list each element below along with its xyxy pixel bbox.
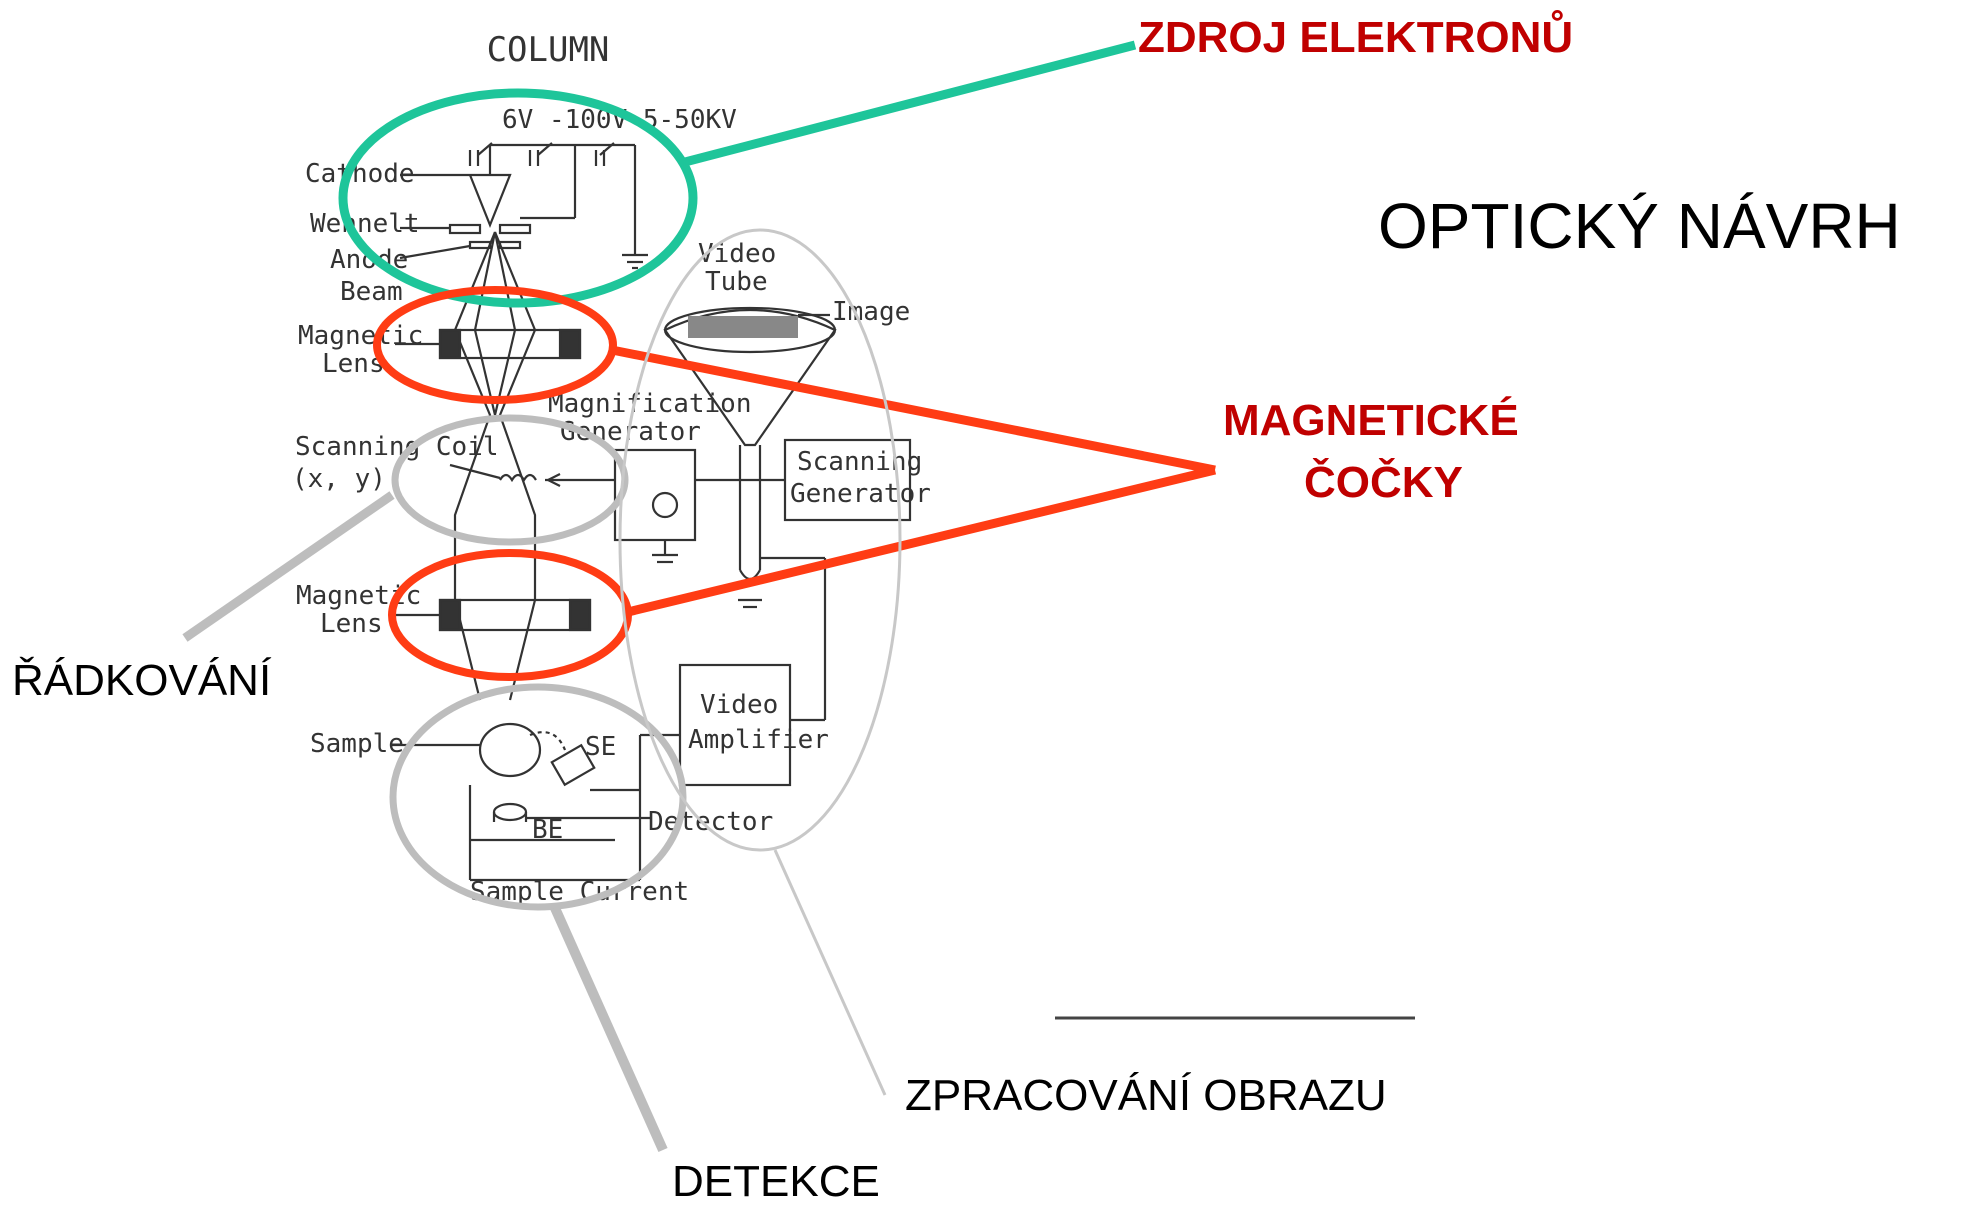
capacitor-plates bbox=[468, 150, 606, 166]
magnification-generator bbox=[613, 448, 697, 542]
wehnelt-right bbox=[498, 223, 532, 235]
callout-scanning: ŘÁDKOVÁNÍ bbox=[12, 656, 272, 705]
be-detector bbox=[492, 802, 528, 822]
label-se: SE bbox=[585, 732, 616, 762]
wehnelt-left bbox=[448, 223, 482, 235]
label-wehnelt: Wehnelt bbox=[310, 209, 420, 239]
connector-lens-upper bbox=[611, 345, 1216, 475]
sem-schematic bbox=[390, 142, 912, 882]
label-beam: Beam bbox=[340, 277, 403, 307]
highlight-scanning bbox=[391, 414, 629, 546]
label-sample: Sample bbox=[310, 729, 404, 759]
connector-detection bbox=[550, 905, 668, 1153]
label-scanning-coil: Scanning Coil bbox=[295, 432, 499, 462]
label-magnetic-upper: Magnetic bbox=[298, 321, 423, 351]
label-scanning-gen: Scanning bbox=[797, 447, 922, 477]
label-xy: (x, y) bbox=[292, 464, 386, 494]
video-tube-image bbox=[688, 316, 798, 338]
label-lens-upper: Lens bbox=[322, 349, 385, 379]
highlights bbox=[182, 40, 1415, 1153]
capacitor-arrows bbox=[477, 142, 615, 156]
schematic-labels: COLUMN 6V -100V 5-50KV Cathode Wehnelt A… bbox=[292, 30, 931, 907]
connector-lens-lower bbox=[626, 465, 1217, 617]
label-amplifier: Amplifier bbox=[688, 725, 829, 755]
label-column: COLUMN bbox=[487, 30, 610, 70]
label-video-top: Video bbox=[698, 239, 776, 269]
highlight-lens-lower bbox=[388, 549, 632, 681]
label-magnification: Magnification bbox=[548, 389, 752, 419]
label-tube: Tube bbox=[705, 267, 768, 297]
sample-holder bbox=[478, 722, 542, 778]
callout-detection: DETEKCE bbox=[672, 1157, 880, 1206]
callout-magnetic-lenses-1: MAGNETICKÉ bbox=[1223, 395, 1519, 445]
anode-right bbox=[498, 240, 522, 250]
highlight-electron-source bbox=[338, 88, 698, 308]
cathode-tip bbox=[468, 173, 512, 228]
se-detector bbox=[550, 743, 596, 787]
label-lens-lower: Lens bbox=[320, 609, 383, 639]
label-video-amp: Video bbox=[700, 690, 778, 720]
video-amplifier bbox=[678, 663, 792, 787]
connector-scanning bbox=[182, 491, 395, 642]
slide-title: OPTICKÝ NÁVRH bbox=[1378, 190, 1901, 262]
label-be: BE bbox=[532, 815, 563, 845]
callout-electron-source: ZDROJ ELEKTRONŮ bbox=[1138, 8, 1573, 62]
scanning-coil bbox=[499, 473, 537, 483]
label-cathode: Cathode bbox=[305, 159, 415, 189]
label-generator-scan: Generator bbox=[790, 479, 931, 509]
highlight-lens-upper bbox=[373, 286, 617, 404]
scanning-generator bbox=[783, 438, 912, 522]
highlight-image-processing bbox=[618, 228, 902, 852]
callout-labels: ZDROJ ELEKTRONŮ OPTICKÝ NÁVRH MAGNETICKÉ… bbox=[12, 8, 1901, 1206]
anode-left bbox=[468, 240, 492, 250]
connector-image-processing bbox=[773, 849, 887, 1096]
connector-electron-source bbox=[683, 40, 1137, 167]
label-detector: Detector bbox=[648, 807, 773, 837]
callout-magnetic-lenses-2: ČOČKY bbox=[1304, 456, 1463, 507]
label-image: Image bbox=[832, 297, 910, 327]
callout-image-processing: ZPRACOVÁNÍ OBRAZU bbox=[905, 1071, 1387, 1120]
